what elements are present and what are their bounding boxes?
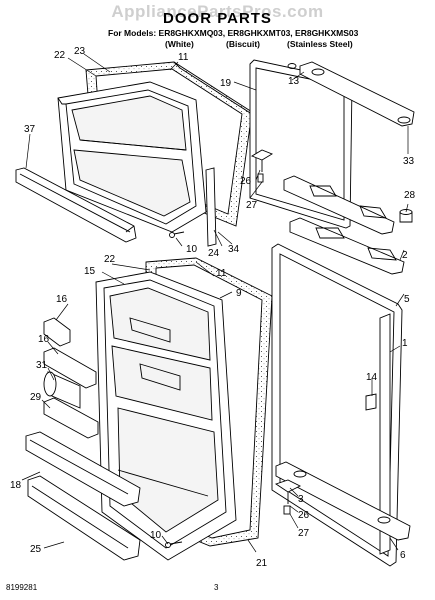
handle-upper: [283, 175, 395, 235]
callout-3: 3: [298, 494, 304, 505]
hinge-upper: [250, 149, 274, 183]
color-biscuit: (Biscuit): [226, 39, 260, 49]
callout-37: 37: [24, 124, 36, 135]
door-bins-small: [43, 317, 99, 439]
callout-11-upper: 11: [178, 52, 189, 63]
callout-33: 33: [403, 156, 415, 167]
screw-lower: [165, 541, 183, 548]
callout-25: 25: [30, 544, 42, 555]
callout-18: 18: [10, 480, 22, 491]
handle-lower: [289, 217, 405, 275]
callout-10-lower: 10: [150, 530, 162, 541]
callout-2: 2: [402, 250, 408, 261]
callout-22-lower: 22: [104, 254, 116, 265]
leader-lines: [21, 53, 409, 553]
color-white: (White): [165, 39, 194, 49]
page-title: DOOR PARTS: [163, 10, 272, 27]
callout-5: 5: [404, 294, 410, 305]
callout-9: 9: [236, 288, 242, 299]
callout-27-lower: 27: [298, 528, 310, 539]
callout-19: 19: [220, 78, 232, 89]
gallon-bin: [25, 431, 141, 561]
callout-24: 24: [208, 248, 220, 259]
screw-upper: [169, 231, 185, 238]
freezer-door-liner: [57, 81, 207, 233]
callout-22-upper: 22: [54, 50, 66, 61]
callout-10-upper: 10: [186, 244, 198, 255]
callout-11-lower: 11: [216, 268, 227, 279]
fresh-food-door-liner: [95, 271, 237, 561]
callout-27-upper: 27: [246, 200, 258, 211]
callout-23: 23: [74, 46, 86, 57]
callout-15: 15: [84, 266, 96, 277]
freezer-shelf-bar: [15, 167, 137, 243]
callout-26-lower: 26: [298, 510, 310, 521]
callout-13: 13: [288, 76, 300, 87]
hinge-lower: [274, 479, 302, 515]
callout-26-upper: 26: [240, 176, 252, 187]
callout-16-top: 16: [56, 294, 68, 305]
plug-button: [399, 209, 413, 223]
model-list: For Models: ER8GHKXMQ03, ER8GHKXMT03, ER…: [108, 28, 359, 38]
callout-29: 29: [30, 392, 42, 403]
callout-16-mid: 16: [38, 334, 50, 345]
callout-14: 14: [366, 372, 378, 383]
handle-bar-right: [365, 313, 391, 555]
watermark: AppliancePartsPros.com: [111, 2, 324, 21]
bottom-trim: [275, 461, 411, 541]
page-number: 3: [214, 583, 219, 592]
callout-1: 1: [402, 338, 408, 349]
callout-21: 21: [256, 558, 268, 569]
freezer-door-trim-top: [287, 61, 415, 127]
document-number: 8199281: [6, 583, 38, 592]
callout-31: 31: [36, 360, 48, 371]
gasket-strip-upper: [205, 167, 217, 247]
callout-28: 28: [404, 190, 416, 201]
callout-34: 34: [228, 244, 240, 255]
color-stainless: (Stainless Steel): [287, 39, 353, 49]
callout-6: 6: [400, 550, 406, 561]
